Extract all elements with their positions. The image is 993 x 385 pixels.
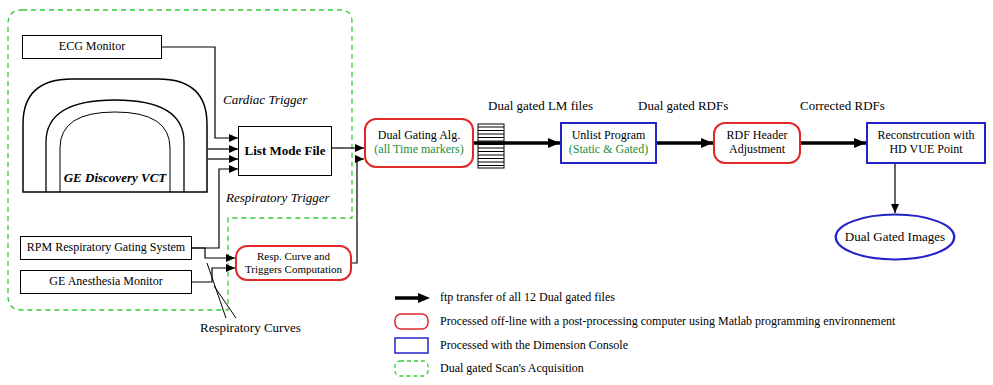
signal-arrow: [352, 159, 364, 263]
monitor-box: ECG Monitor: [22, 35, 162, 59]
signal-arrow: [192, 268, 235, 282]
node-subtext: (all Time markers): [374, 143, 463, 157]
node-text: List Mode File: [245, 144, 326, 159]
output-ellipse: Dual Gated Images: [834, 213, 956, 261]
edge-label: Cardiac Trigger: [221, 92, 309, 108]
node-text: Reconstrcution with HD VUE Point: [872, 129, 980, 157]
acquisition-region: [8, 10, 352, 310]
edge-label: Dual gated LM files: [486, 98, 595, 114]
monitor-box: GE Anesthesia Monitor: [20, 270, 192, 294]
console-process-box: Unlist Program(Static & Gated): [560, 122, 657, 164]
ftp-transfer-arrow: [657, 141, 713, 145]
file-box: List Mode File: [238, 126, 332, 176]
offline-process-box: RDF Header Adjustment: [713, 122, 801, 164]
node-text: ECG Monitor: [59, 40, 125, 54]
signal-arrow: [208, 158, 238, 159]
node-text: GE Anesthesia Monitor: [49, 275, 162, 289]
file-stack: [478, 124, 504, 168]
legend-text: Processed off-line with a post-processin…: [440, 314, 895, 329]
scanner-gantry: GE Discovery VCT: [20, 76, 210, 194]
legend-text: Processed with the Dimension Console: [440, 338, 628, 353]
legend-text: ftp transfer of all 12 Dual gated files: [440, 290, 615, 305]
signal-arrow: [192, 248, 235, 258]
node-text: Unlist Program: [569, 129, 648, 143]
gating-system-box: RPM Respiratory Gating System: [20, 236, 192, 260]
ftp-transfer-arrow: [474, 141, 560, 145]
ftp-transfer-arrow: [801, 141, 866, 145]
node-text: Resp. Curve and Triggers Computation: [241, 250, 346, 275]
signal-arrow: [208, 148, 238, 149]
offline-process-box: Dual Gating Alg.(all Time markers): [364, 118, 474, 168]
edge-label: Dual gated RDFs: [636, 98, 730, 114]
legend-arrow-head: [418, 293, 430, 303]
node-text: GE Discovery VCT: [64, 171, 167, 186]
legend-acquisition-sample: [395, 361, 428, 376]
node-subtext: (Static & Gated): [569, 143, 648, 157]
offline-process-box: Resp. Curve and Triggers Computation: [235, 245, 352, 281]
signal-arrow: [894, 164, 895, 213]
edge-label: Corrected RDFs: [798, 98, 887, 114]
leader-line: [214, 286, 236, 318]
legend-console-sample: [395, 338, 428, 353]
signal-arrow: [332, 147, 364, 148]
console-process-box: Reconstrcution with HD VUE Point: [866, 122, 986, 164]
node-text: RDF Header Adjustment: [719, 129, 795, 157]
legend-offline-sample: [395, 314, 428, 329]
node-text: Dual Gating Alg.: [374, 129, 463, 143]
legend-arrow-sample: [395, 296, 420, 300]
note-label: Respiratory Curves: [200, 320, 301, 336]
node-text: Dual Gated Images: [845, 230, 945, 245]
legend-text: Dual gated Scan's Acquisition: [440, 361, 584, 376]
node-text: RPM Respiratory Gating System: [27, 241, 185, 255]
edge-label: Respiratory Trigger: [224, 190, 332, 206]
